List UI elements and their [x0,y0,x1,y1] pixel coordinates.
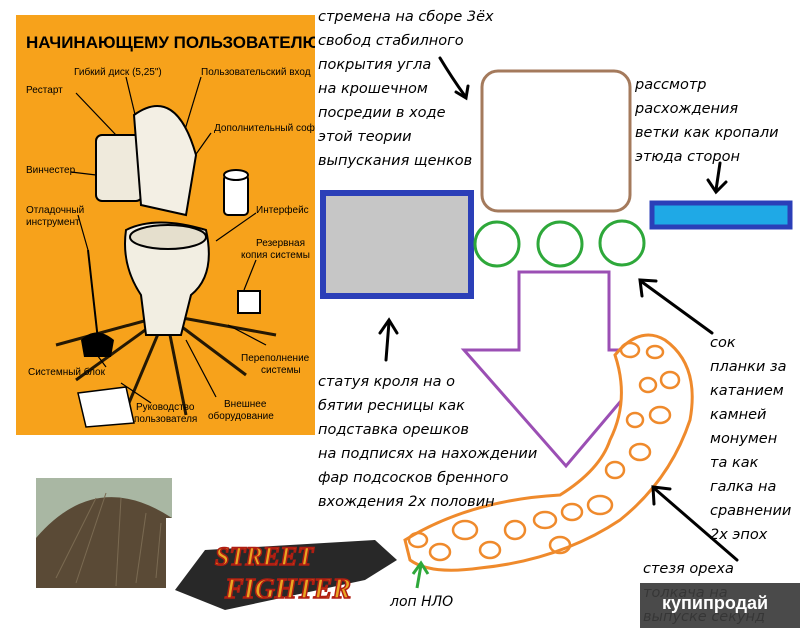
beginner-user-poster: НАЧИНАЮЩЕМУ ПОЛЬЗОВАТЕЛЮ [16,15,315,435]
label-debug-1: Отладочный [26,205,85,216]
green-circle-1 [473,220,521,268]
green-circle-2 [536,220,584,268]
label-winchester: Винчестер [26,165,76,176]
gray-box [320,190,474,299]
watermark-badge: купипродай [640,583,800,628]
text-top-left: стремена на сборе 3ёх свобод стабилного … [318,9,494,169]
label-system-block: Системный блок [28,367,105,378]
arrow-top-left [438,56,467,98]
label-user-input: Пользовательский вход [201,67,311,78]
label-manual-2: пользователя [134,414,198,425]
orange-snake [403,333,694,572]
text-right: сок планки за катанием камней монумен та… [710,335,792,543]
green-circle-3 [598,219,646,267]
logo-line-2: FIGHTER [224,574,351,605]
label-interface: Интерфейс [256,205,309,216]
label-backup-2: копия системы [241,250,310,261]
poster-title: НАЧИНАЮЩЕМУ ПОЛЬЗОВАТЕЛЮ [26,33,315,52]
label-reset: Рестарт [26,85,63,96]
label-external-2: оборудование [208,411,274,422]
label-manual-1: Руководство [136,402,195,413]
label-floppy: Гибкий диск (5,25") [74,67,162,78]
label-debug-2: инструмент [26,217,80,228]
label-overflow-2: системы [261,365,301,376]
haystack-photo [36,478,172,588]
purple-down-arrow [460,270,668,469]
label-extra-soft: Дополнительный софт [214,123,315,134]
logo-line-1: STREET [215,542,314,571]
arrow-right-down [714,161,722,192]
label-external-1: Внешнее [224,399,267,410]
cyan-bar [649,200,793,230]
street-fighter-logo: STREET FIGHTER [165,510,405,622]
label-backup-1: Резервная [256,238,305,249]
arrow-upleft-right [640,280,714,335]
arrow-upleft-bottom [653,487,739,562]
text-middle: статуя кроля на о бятии ресницы как подс… [318,374,538,510]
arrow-up-middle [384,320,391,362]
text-ufo: лоп НЛО [390,594,454,610]
watermark-text: купипродай [662,593,769,613]
label-overflow-1: Переполнение [241,353,310,364]
green-arrow [415,564,423,589]
brown-rounded-box [480,69,632,213]
text-top-right: рассмотр расхождения ветки как кропали э… [635,77,779,165]
toilet-illustration [55,76,277,428]
